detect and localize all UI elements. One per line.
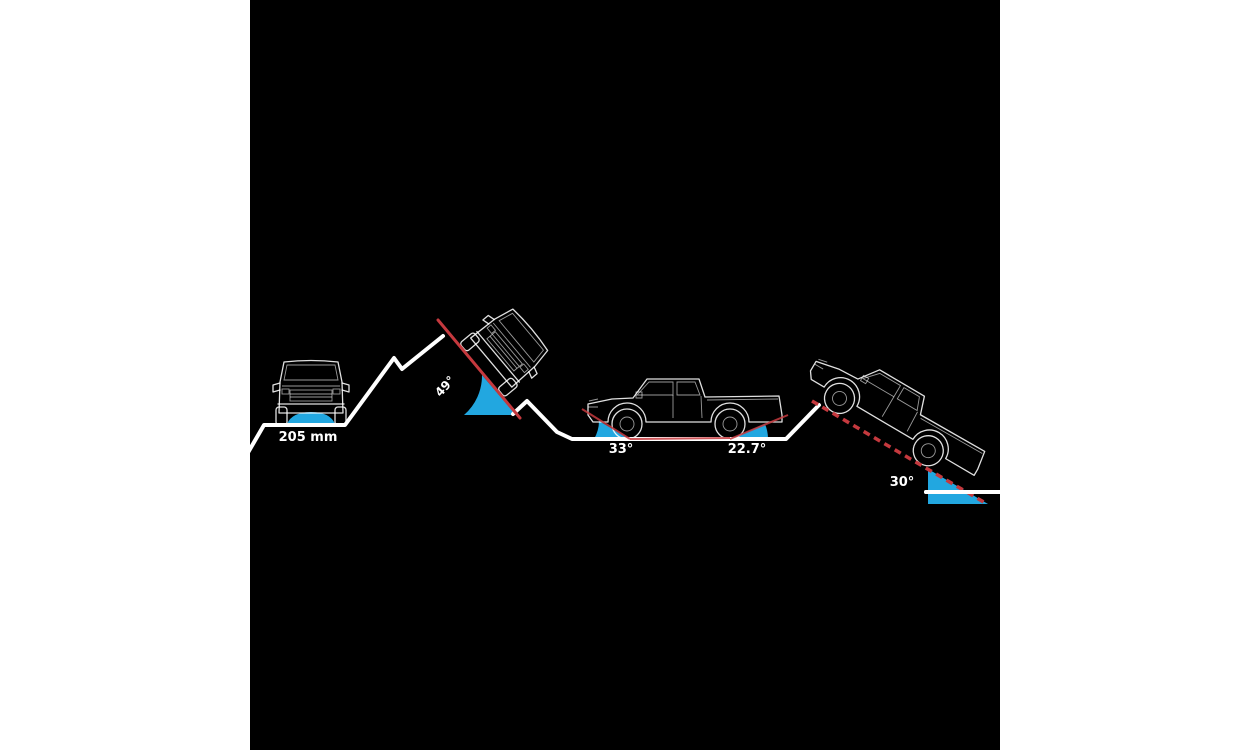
departure-angle-line <box>729 414 789 440</box>
diagram-panel: 205 mm 49° 33° 22.7° 30° <box>250 0 1000 750</box>
descent-angle-wedge <box>464 375 516 415</box>
underbody-line <box>629 437 731 440</box>
descent-angle-label: 49° <box>432 373 458 399</box>
descent-truck <box>456 299 557 401</box>
approach-angle-label: 33° <box>609 442 634 457</box>
departure-angle-label: 22.7° <box>728 442 767 457</box>
descent-slope-line <box>436 318 522 420</box>
offroad-diagram: 205 mm 49° 33° 22.7° 30° <box>250 299 1000 506</box>
ground-clearance-highlight <box>287 412 335 424</box>
terrain-line <box>250 334 1000 494</box>
gradient-slope-line <box>811 399 988 506</box>
approach-angle-line <box>581 408 631 440</box>
gradient-angle-label: 30° <box>890 475 915 490</box>
climbing-truck <box>797 339 997 491</box>
ground-clearance-label: 205 mm <box>279 430 338 445</box>
